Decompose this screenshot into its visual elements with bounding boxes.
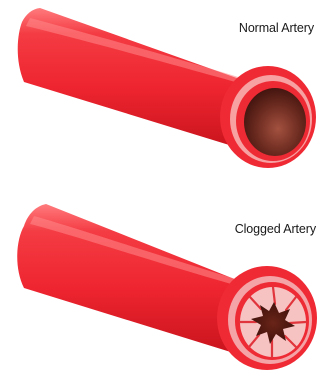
normal-artery-lumen	[244, 88, 306, 156]
clogged-artery-illustration	[0, 186, 322, 373]
normal-artery-panel: Normal Artery	[0, 0, 322, 186]
clogged-artery-label: Clogged Artery	[235, 222, 316, 236]
normal-artery-label: Normal Artery	[239, 21, 314, 35]
clogged-artery-panel: Clogged Artery	[0, 186, 322, 373]
